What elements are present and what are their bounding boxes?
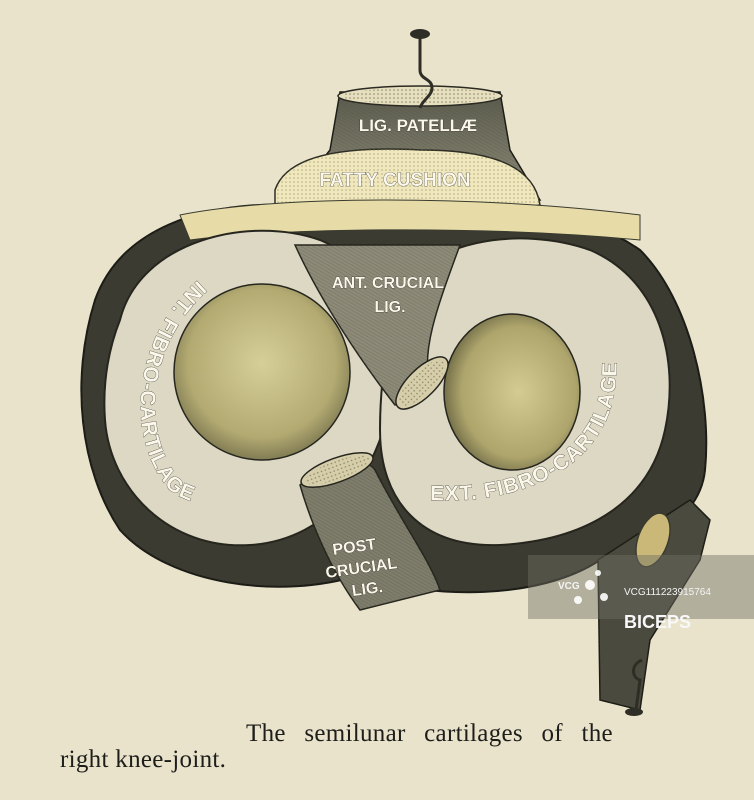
patellar-cut-texture [342,88,498,104]
label-ant-crucial-1: ANT. CRUCIAL [332,275,444,292]
pcl-cut-texture [304,455,370,485]
label-post-crucial-1: POST [332,536,378,559]
pcl-shading [300,461,440,610]
watermark-logo: VCG [558,581,580,592]
acl-shading [295,245,460,405]
acl-cut-texture [399,360,445,406]
caption-line-2: right knee-joint. [60,746,227,773]
medial-condyle-surface [173,283,351,461]
bottom-pin [625,658,643,716]
top-pin [410,29,434,109]
label-ant-crucial-2: LIG. [374,299,405,316]
label-lig-patellae: LIG. PATELLÆ [359,116,477,135]
caption-line-1: The semilunar cartilages of the [246,720,613,747]
label-biceps: BICEPS [624,612,691,632]
watermark: VCG VCG111223915764 BICEPS [528,555,754,632]
lateral-condyle-surface [443,313,581,471]
vcg-logo-icon [574,570,608,604]
label-fatty-cushion: FATTY CUSHION [319,170,470,191]
biceps-shading [598,500,710,710]
watermark-id: VCG111223915764 [624,587,711,598]
label-post-crucial-3: LIG. [351,579,384,600]
fatty-cushion-texture [275,149,540,213]
fat-pad-lateral [635,512,671,568]
